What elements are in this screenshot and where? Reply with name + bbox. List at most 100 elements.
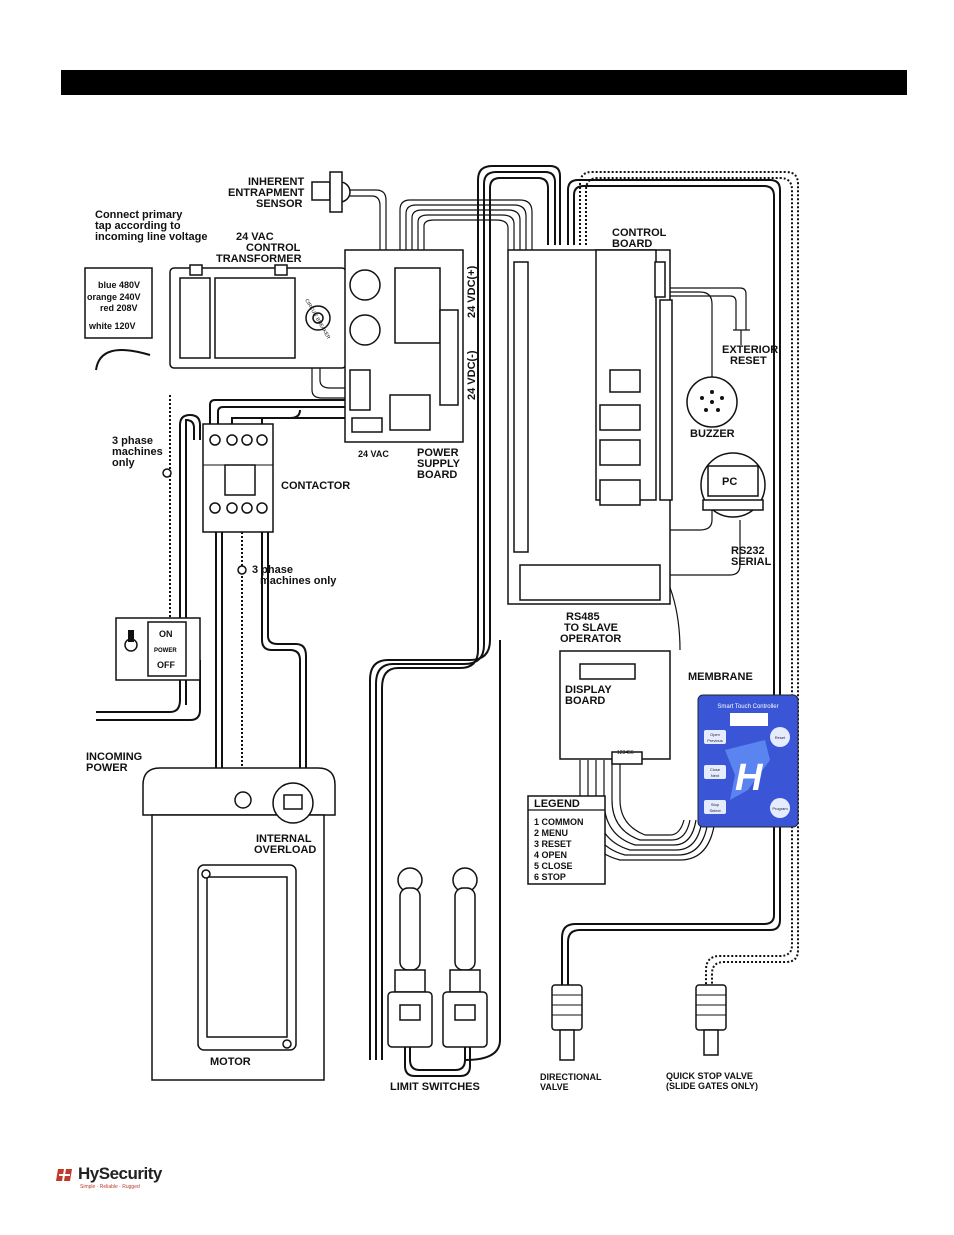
- limit-switches-label: LIMIT SWITCHES: [390, 1081, 480, 1093]
- tap-orange: orange 240V: [87, 292, 141, 302]
- stop-button[interactable]: [704, 800, 726, 814]
- exterior-reset-label: EXTERIOR: [722, 344, 778, 356]
- directional-valve: [551, 984, 583, 1061]
- motor: [142, 767, 336, 1081]
- directional-valve-label: DIRECTIONAL: [540, 1072, 602, 1082]
- membrane-title: Smart Touch Controller: [717, 704, 778, 710]
- sensor-label: INHERENT: [248, 176, 305, 188]
- limit-switch-right: [442, 867, 488, 1048]
- logo-text: HySecurity: [78, 1164, 162, 1183]
- logo-mark-icon: [56, 1169, 72, 1181]
- buzzer: [686, 376, 738, 428]
- rs485-label: TO SLAVE: [564, 622, 618, 634]
- contactor: [202, 423, 274, 533]
- legend-item: 1 COMMON: [534, 817, 584, 827]
- membrane-panel: Smart Touch Controller H Open Previous R…: [697, 694, 799, 828]
- contactor-label: CONTACTOR: [281, 480, 350, 492]
- three-phase-label-2: machines only: [260, 575, 337, 587]
- tap-box: [84, 267, 153, 339]
- exterior-reset: [733, 329, 750, 345]
- display-pins: 123456: [617, 750, 634, 756]
- valve-cable: [561, 179, 781, 985]
- svg-text:Select: Select: [709, 808, 721, 813]
- control-transformer: CIRCUIT BREAKER: [169, 264, 347, 369]
- power-wiring: [95, 349, 350, 790]
- legend-item: 3 RESET: [534, 839, 572, 849]
- sensor-wires: [345, 189, 387, 258]
- accessory-wiring: [655, 287, 747, 576]
- power-supply-label: BOARD: [417, 469, 457, 481]
- tap-note: tap according to: [95, 220, 181, 232]
- control-board: [507, 249, 673, 605]
- quick-stop-label: (SLIDE GATES ONLY): [666, 1081, 758, 1091]
- motor-label: MOTOR: [210, 1056, 251, 1068]
- display-board-label: DISPLAY: [565, 684, 612, 696]
- exterior-reset-label: RESET: [730, 355, 767, 367]
- transformer-wire: [319, 355, 350, 389]
- power-switch[interactable]: [115, 617, 201, 681]
- legend-item: 2 MENU: [534, 828, 568, 838]
- control-board-label: CONTROL: [612, 227, 667, 239]
- svg-text:Previous: Previous: [707, 738, 723, 743]
- tap-white: white 120V: [88, 321, 136, 331]
- svg-text:Close: Close: [710, 767, 721, 772]
- directional-valve-label: VALVE: [540, 1082, 569, 1092]
- board-bus: [399, 199, 533, 258]
- reset-button[interactable]: [770, 727, 790, 747]
- svg-text:Next: Next: [711, 773, 720, 778]
- vac-label: 24 VAC: [358, 449, 389, 459]
- header-bar: [61, 70, 907, 95]
- phase-marker: [237, 565, 247, 575]
- phase-marker: [162, 468, 172, 478]
- transformer-label: CONTROL: [246, 242, 301, 254]
- pc-icon: [700, 452, 766, 518]
- tap-blue: blue 480V: [98, 280, 140, 290]
- vdc-plus-label: 24 VDC(+): [466, 265, 478, 318]
- membrane-label: MEMBRANE: [688, 671, 753, 683]
- svg-text:Stop: Stop: [711, 802, 720, 807]
- quick-stop-valve: [695, 984, 727, 1056]
- tap-note: Connect primary: [95, 209, 183, 221]
- rs485-label: RS485: [566, 611, 600, 623]
- overload-label: OVERLOAD: [254, 844, 316, 856]
- hysecurity-logo: HySecurity Simple · Reliable · Rugged: [56, 1162, 166, 1192]
- svg-text:Open: Open: [710, 732, 720, 737]
- three-phase-label: machines: [112, 446, 163, 458]
- power-supply-label: POWER: [417, 447, 459, 459]
- entrapment-sensor: [311, 171, 351, 213]
- switch-on: ON: [159, 629, 173, 639]
- display-board: [559, 650, 671, 765]
- display-board-label: BOARD: [565, 695, 605, 707]
- buzzer-label: BUZZER: [690, 428, 735, 440]
- overload-label: INTERNAL: [256, 833, 312, 845]
- control-cable: [369, 165, 561, 1060]
- rs232-label: SERIAL: [731, 556, 772, 568]
- svg-text:Reset: Reset: [775, 735, 786, 740]
- switch-off: OFF: [157, 660, 175, 670]
- three-phase-label: only: [112, 457, 135, 469]
- limit-switch-left: [387, 867, 433, 1048]
- rs232-label: RS232: [731, 545, 765, 557]
- svg-text:Program: Program: [772, 806, 788, 811]
- quick-stop-label: QUICK STOP VALVE: [666, 1071, 753, 1081]
- sensor-label: ENTRAPMENT: [228, 187, 305, 199]
- program-button[interactable]: [770, 798, 790, 818]
- transformer-label: TRANSFORMER: [216, 253, 302, 265]
- quick-stop-cable: [579, 171, 799, 985]
- switch-power: POWER: [154, 648, 177, 654]
- legend: LEGEND 1 COMMON 2 MENU 3 RESET 4 OPEN 5 …: [527, 795, 606, 885]
- open-button[interactable]: [704, 730, 726, 744]
- incoming-power-label: POWER: [86, 762, 128, 774]
- three-phase-label-2: 3 phase: [252, 564, 293, 576]
- control-board-label: BOARD: [612, 238, 652, 250]
- svg-text:H: H: [735, 757, 764, 799]
- tap-note: incoming line voltage: [95, 231, 207, 243]
- three-phase-label: 3 phase: [112, 435, 153, 447]
- legend-item: 4 OPEN: [534, 850, 567, 860]
- logo-tagline: Simple · Reliable · Rugged: [80, 1184, 140, 1190]
- close-button[interactable]: [704, 765, 726, 779]
- legend-item: 5 CLOSE: [534, 861, 573, 871]
- pc-label: PC: [722, 476, 737, 488]
- legend-title: LEGEND: [534, 798, 580, 810]
